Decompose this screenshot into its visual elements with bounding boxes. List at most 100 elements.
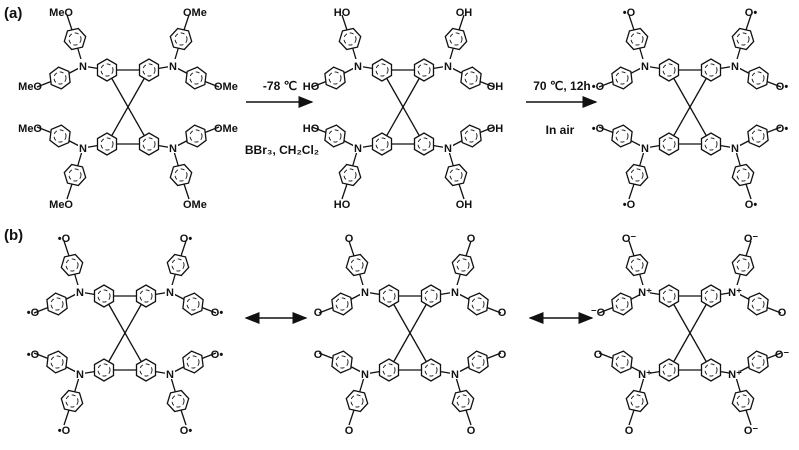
- nitrogen-atom: N: [166, 287, 174, 299]
- benzene-ring: [185, 66, 207, 90]
- aromatic-bond-mark: [382, 363, 396, 377]
- aromatic-bond-mark: [343, 168, 357, 182]
- aromatic-bond-mark: [97, 289, 111, 303]
- terminal-group: MeO: [18, 81, 42, 93]
- aromatic-bond-mark: [65, 394, 79, 408]
- benzene-ring: [451, 253, 475, 277]
- benzene-ring: [166, 389, 190, 413]
- aromatic-bond-mark: [186, 297, 200, 311]
- benzene-ring: [625, 27, 649, 51]
- aromatic-bond-mark: [464, 71, 478, 85]
- aromatic-bond-mark: [471, 297, 485, 311]
- aromatic-bond-mark: [662, 289, 676, 303]
- benzene-ring: [460, 124, 482, 148]
- terminal-group: •O: [27, 349, 40, 361]
- terminal-group: OMe: [183, 7, 207, 19]
- molecule-radical-product: N•O•ONO•O•N•O•ONO•O•: [592, 7, 789, 211]
- benzene-ring: [700, 132, 722, 156]
- nitrogen-atom: N: [451, 369, 459, 381]
- benzene-ring: [420, 284, 442, 308]
- nitrogen-atom: N: [79, 61, 87, 73]
- benzene-ring: [731, 27, 755, 51]
- terminal-group: OMe: [183, 199, 207, 211]
- aromatic-bond-mark: [736, 394, 750, 408]
- terminal-group: •O: [623, 7, 636, 19]
- nitrogen-bg: [360, 367, 370, 379]
- benzene-ring: [324, 124, 346, 148]
- nitrogen-atom: N: [641, 143, 649, 155]
- benzene-ring: [658, 132, 680, 156]
- benzene-ring: [611, 292, 633, 316]
- nitrogen-atom: N: [76, 287, 84, 299]
- benzene-ring: [731, 253, 755, 277]
- benzene-ring: [371, 58, 393, 82]
- terminal-group: HO: [334, 7, 351, 19]
- aromatic-bond-mark: [417, 137, 431, 151]
- benzene-ring: [444, 27, 468, 51]
- benzene-ring: [700, 284, 722, 308]
- nitrogen-bg: [443, 59, 453, 71]
- benzene-ring: [49, 66, 71, 90]
- panel-label-a: (a): [4, 5, 22, 22]
- benzene-ring: [135, 284, 157, 308]
- nitrogen-atom: N: [641, 61, 649, 73]
- benzene-ring: [611, 124, 633, 148]
- aromatic-bond-mark: [335, 355, 349, 369]
- aromatic-bond-mark: [615, 297, 629, 311]
- terminal-group: O: [467, 425, 476, 437]
- aromatic-bond-mark: [97, 363, 111, 377]
- benzene-ring: [166, 253, 190, 277]
- aromatic-bond-mark: [350, 258, 364, 272]
- nitrogen-atom: N: [451, 287, 459, 299]
- benzene-ring: [345, 389, 369, 413]
- nitrogen-atom: N⁺: [728, 287, 742, 299]
- aromatic-bond-mark: [456, 258, 470, 272]
- benzene-ring: [747, 292, 769, 316]
- aromatic-bond-mark: [100, 137, 114, 151]
- benzene-ring: [467, 350, 489, 374]
- aromatic-bond-mark: [142, 137, 156, 151]
- benzene-ring: [96, 58, 118, 82]
- nitrogen-bg: [640, 141, 650, 153]
- benzene-ring: [331, 350, 353, 374]
- benzene-ring: [46, 292, 68, 316]
- nitrogen-bg: [78, 141, 88, 153]
- benzene-ring: [338, 163, 362, 187]
- aromatic-bond-mark: [736, 258, 750, 272]
- benzene-ring: [138, 132, 160, 156]
- terminal-group: O: [345, 425, 354, 437]
- terminal-group: O•: [745, 199, 758, 211]
- terminal-group: O: [498, 307, 507, 319]
- nitrogen-bg: [75, 285, 85, 297]
- aromatic-bond-mark: [751, 297, 765, 311]
- aromatic-bond-mark: [68, 32, 82, 46]
- aromatic-bond-mark: [471, 355, 485, 369]
- terminal-group: OMe: [214, 81, 238, 93]
- terminal-group: •O: [58, 233, 71, 245]
- nitrogen-bg: [730, 367, 740, 379]
- molecule-zwitterionic-form: N⁺O⁻⁻ON⁺O⁻ON⁺OON⁺O⁻O⁻: [591, 233, 790, 437]
- benzene-ring: [413, 58, 435, 82]
- nitrogen-atom: N: [444, 61, 452, 73]
- aromatic-bond-mark: [751, 129, 765, 143]
- benzene-ring: [60, 253, 84, 277]
- aromatic-bond-mark: [751, 355, 765, 369]
- benzene-ring: [324, 66, 346, 90]
- nitrogen-atom: N⁺: [728, 369, 742, 381]
- benzene-ring: [169, 163, 193, 187]
- benzene-ring: [345, 253, 369, 277]
- terminal-group: OH: [487, 81, 504, 93]
- nitrogen-bg: [353, 59, 363, 71]
- aromatic-bond-mark: [449, 32, 463, 46]
- benzene-ring: [700, 358, 722, 382]
- terminal-group: OH: [456, 7, 473, 19]
- benzene-ring: [731, 389, 755, 413]
- nitrogen-atom: N: [166, 369, 174, 381]
- benzene-ring: [135, 358, 157, 382]
- benzene-ring: [460, 66, 482, 90]
- nitrogen-bg: [450, 367, 460, 379]
- aromatic-bond-mark: [704, 63, 718, 77]
- nitrogen-bg: [450, 285, 460, 297]
